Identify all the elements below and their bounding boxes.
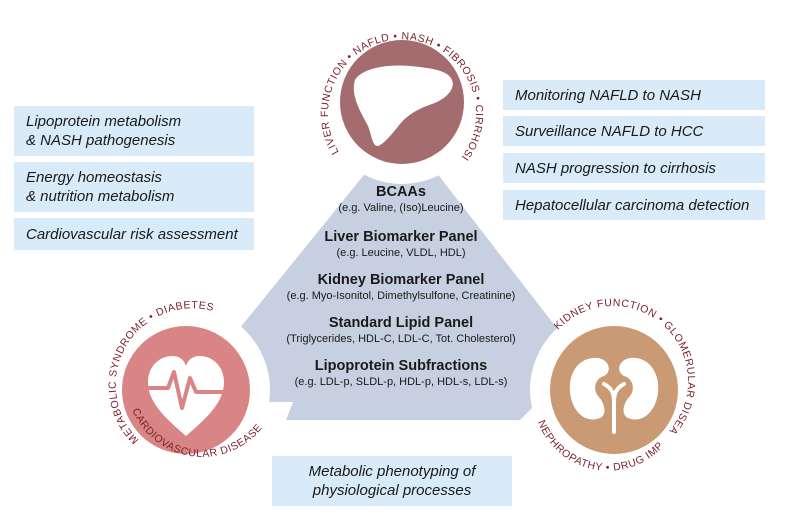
left-box-energy: Energy homeostasis & nutrition metabolis… [14, 162, 254, 212]
box-line: Energy homeostasis [26, 169, 162, 186]
box-line: Metabolic phenotyping of [308, 463, 476, 480]
panel-subtitle: (e.g. LDL-p, SLDL-p, HDL-p, HDL-s, LDL-s… [294, 376, 508, 388]
box-line: Lipoprotein metabolism [26, 113, 182, 130]
panel-lipoprotein-subfractions: Lipoprotein Subfractions (e.g. LDL-p, SL… [248, 358, 554, 389]
box-line: NASH progression to cirrhosis [515, 159, 716, 177]
right-box-hcc-detection: Hepatocellular carcinoma detection [503, 190, 765, 220]
box-line: Monitoring NAFLD to NASH [515, 86, 701, 104]
panel-standard-lipid: Standard Lipid Panel (Triglycerides, HDL… [248, 315, 554, 346]
box-line: physiological processes [312, 482, 472, 499]
left-box-lipoprotein: Lipoprotein metabolism & NASH pathogenes… [14, 106, 254, 156]
box-line: & NASH pathogenesis [26, 132, 176, 149]
right-box-progression: NASH progression to cirrhosis [503, 153, 765, 183]
box-line: Hepatocellular carcinoma detection [515, 196, 750, 214]
panel-kidney-biomarker: Kidney Biomarker Panel (e.g. Myo-Isonito… [248, 272, 554, 303]
panel-title: Standard Lipid Panel [328, 315, 474, 331]
panel-title: Liver Biomarker Panel [324, 229, 478, 245]
right-box-monitoring: Monitoring NAFLD to NASH [503, 80, 765, 110]
panel-title: Lipoprotein Subfractions [314, 358, 488, 374]
liver-node: LIVER FUNCTION • NAFLD • NASH • FIBROSIS… [0, 0, 484, 184]
box-line: Cardiovascular risk assessment [26, 225, 238, 243]
heart-pulse-icon [144, 356, 228, 436]
panel-subtitle: (Triglycerides, HDL-C, LDL-C, Tot. Chole… [286, 333, 516, 345]
panel-bcaas: BCAAs (e.g. Valine, (Iso)Leucine) [248, 184, 554, 215]
right-box-surveillance: Surveillance NAFLD to HCC [503, 116, 765, 146]
box-line: & nutrition metabolism [26, 188, 175, 205]
liver-icon [353, 65, 453, 146]
panel-liver-biomarker: Liver Biomarker Panel (e.g. Leucine, VLD… [248, 229, 554, 260]
central-triangle-body [190, 128, 614, 402]
panel-title: BCAAs [376, 184, 426, 200]
panel-subtitle: (e.g. Valine, (Iso)Leucine) [338, 202, 464, 214]
box-line: Surveillance NAFLD to HCC [515, 122, 704, 140]
panel-subtitle: (e.g. Leucine, VLDL, HDL) [336, 247, 466, 259]
panel-subtitle: (e.g. Myo-Isonitol, Dimethylsulfone, Cre… [286, 290, 516, 302]
bottom-box-phenotyping: Metabolic phenotyping of physiological p… [272, 456, 512, 506]
kidneys-icon [569, 357, 659, 434]
left-box-cardiovascular: Cardiovascular risk assessment [14, 218, 254, 250]
panel-title: Kidney Biomarker Panel [317, 272, 485, 288]
